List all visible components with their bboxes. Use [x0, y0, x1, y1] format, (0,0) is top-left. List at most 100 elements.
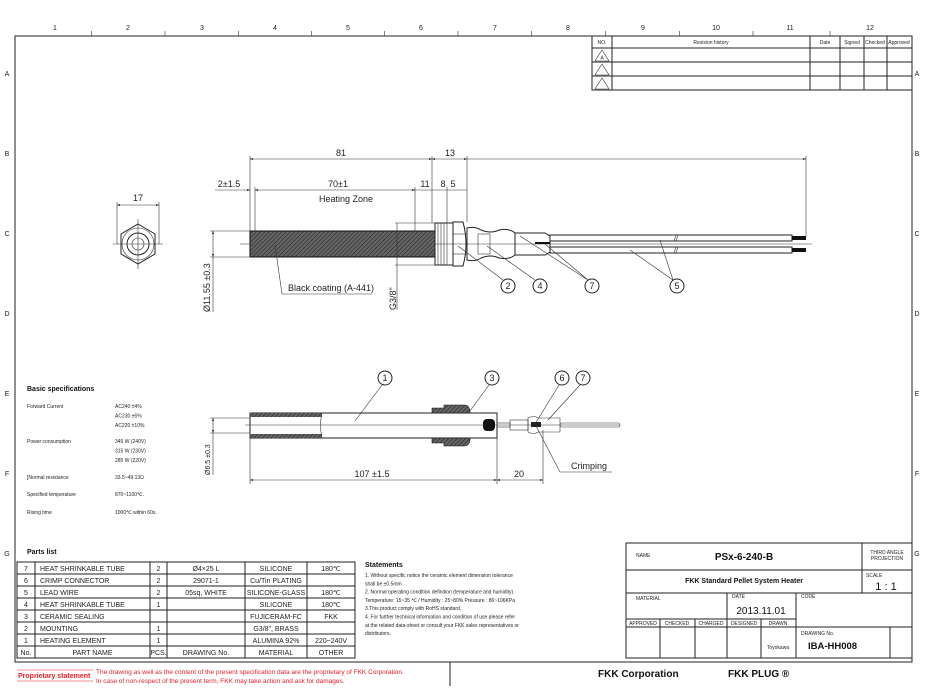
ceramic-sealing-nut — [431, 404, 471, 447]
statement-line: 1. Without specific notice the ceramic e… — [365, 573, 513, 579]
parts-cell: G3/8", BRASS — [253, 626, 299, 633]
parts-cell: 05sq, WHITE — [185, 590, 227, 597]
parts-cell: 1 — [157, 626, 161, 633]
column-label: 2 — [126, 25, 130, 32]
spec-label: Rising time — [27, 510, 52, 516]
hex-end-view: 17 — [113, 193, 163, 269]
approved-label: APPROVED — [629, 621, 657, 627]
parts-cell: 180℃ — [321, 602, 341, 609]
parts-cell: LEAD WIRE — [40, 590, 79, 597]
statement-line: at the related data-sheet or consult you… — [365, 623, 519, 629]
ceramic-seal-plug — [483, 419, 495, 431]
parts-cell: 2 — [24, 626, 28, 633]
spec-value: 285 W (220V) — [115, 458, 146, 464]
parts-cell: 1 — [157, 602, 161, 609]
statement-line: 2. Normal operating condition definition… — [365, 590, 513, 596]
row-label: C — [914, 231, 919, 238]
parts-cell: 220~240V — [315, 638, 347, 645]
parts-cell: HEAT SHRINKABLE TUBE — [40, 566, 125, 573]
scale-label: SCALE — [866, 573, 883, 579]
column-label: 7 — [493, 25, 497, 32]
spec-value: 870~1100℃. — [115, 492, 144, 498]
brand-name: FKK PLUG ® — [728, 669, 790, 680]
row-label: G — [914, 551, 919, 558]
heater-body-black-coating — [249, 230, 436, 258]
rev-mark: A — [600, 56, 604, 62]
dim-hex-width: 17 — [133, 193, 143, 203]
checked-label: CHECKED — [665, 621, 690, 627]
dim-13: 13 — [445, 148, 455, 158]
parts-cell: 1 — [157, 638, 161, 645]
statement-line: 3.This product comply with RoHS standard… — [365, 606, 461, 612]
balloon-7b: 7 — [575, 370, 591, 386]
parts-cell: 4 — [24, 602, 28, 609]
parts-cell: 7 — [24, 566, 28, 573]
spec-value: AC240 ±4% — [115, 404, 142, 410]
column-label: 11 — [786, 25, 793, 32]
dim-diameter-11-55: Ø11.55 ±0.3 — [202, 263, 212, 312]
parts-cell: PCS. — [150, 650, 166, 657]
spec-value: 33.5~49.13Ω — [115, 475, 144, 481]
parts-cell: CRIMP CONNECTOR — [40, 578, 109, 585]
spec-value: AC230 ±6% — [115, 414, 142, 420]
code-label: CODE — [801, 594, 816, 600]
dim-20: 20 — [514, 469, 524, 479]
name-label: NAME — [636, 553, 651, 559]
column-label: 4 — [273, 25, 277, 32]
column-label: 12 — [866, 25, 874, 32]
column-label: 9 — [641, 25, 645, 32]
parts-cell: HEATING ELEMENT — [40, 638, 106, 645]
parts-cell: MOUNTING — [40, 626, 78, 633]
spec-label: Specified temperature — [27, 492, 76, 498]
dim-107: 107 ±1.5 — [355, 469, 390, 479]
svg-text:7: 7 — [589, 281, 594, 291]
material-label: MATERIAL — [636, 596, 661, 602]
statement-line: shall be ±0.5mm — [365, 581, 402, 587]
balloon-6: 6 — [554, 370, 570, 386]
lead-wire-top — [549, 234, 793, 242]
parts-cell: FKK — [324, 614, 338, 621]
title-block: NAME PSx-6-240-B THIRD ANGLE PROJECTION … — [625, 542, 913, 659]
parts-cell: PART NAME — [72, 650, 112, 657]
drawn-by: Toyokawa — [767, 645, 789, 651]
statement-line: distributors. — [365, 631, 391, 637]
lead-wire-bottom — [549, 246, 793, 254]
parts-cell: Cu/Tin PLATING — [250, 578, 302, 585]
rev-header-date: Date — [820, 40, 831, 46]
heater-section-view: 107 ±1.5 20 Ø6.5 ±0.3 Crimping 1 3 6 7 — [205, 370, 621, 484]
parts-cell: HEAT SHRINKABLE TUBE — [40, 602, 125, 609]
row-label: D — [914, 311, 919, 318]
parts-cell: 6 — [24, 578, 28, 585]
balloon-7: 7 — [584, 278, 600, 294]
row-label: F — [915, 471, 919, 478]
parts-cell: SILICONE — [260, 566, 293, 573]
column-label: 8 — [566, 25, 570, 32]
parts-cell: SILICONE — [260, 602, 293, 609]
row-label: A — [915, 71, 920, 78]
column-label: 1 — [53, 25, 57, 32]
heating-zone-label: Heating Zone — [319, 194, 373, 204]
parts-cell: No. — [21, 650, 32, 657]
row-label: C — [4, 231, 9, 238]
svg-text:4: 4 — [537, 281, 542, 291]
specs-title: Basic specifications — [27, 386, 94, 393]
svg-text:1: 1 — [382, 373, 387, 383]
projection-label-1: THIRD ANGLE — [870, 550, 904, 556]
crimping-label: Crimping — [571, 461, 607, 471]
svg-text:7: 7 — [580, 373, 585, 383]
parts-cell: 180℃ — [321, 566, 341, 573]
rev-header-approved: Approved — [888, 40, 910, 46]
parts-cell: 1 — [24, 638, 28, 645]
column-label: 6 — [419, 25, 423, 32]
svg-text:2: 2 — [505, 281, 510, 291]
rev-header-signed: Signed — [844, 40, 860, 46]
parts-cell: 2 — [157, 578, 161, 585]
statements: Statements 1. Without specific notice th… — [365, 562, 519, 637]
dim-8: 8 — [440, 179, 445, 189]
row-label: E — [915, 391, 920, 398]
